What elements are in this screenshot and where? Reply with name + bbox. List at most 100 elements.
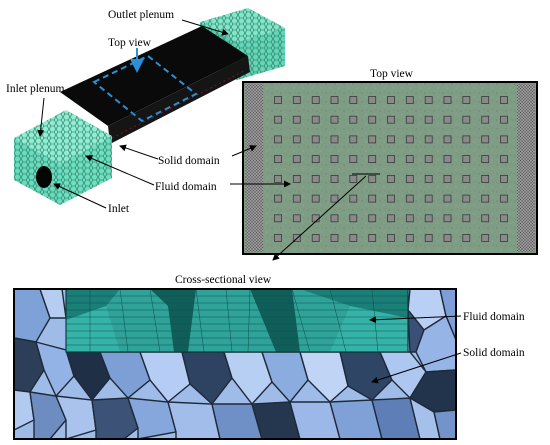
pin-fin	[424, 96, 433, 104]
pin-fin	[387, 174, 395, 183]
pin-fin	[500, 115, 508, 124]
pin-fin	[387, 115, 395, 124]
pin-fin	[368, 194, 377, 203]
pin-fin	[387, 96, 395, 104]
pin-fin	[330, 214, 339, 223]
top-view-panel	[242, 81, 538, 255]
pin-fin	[443, 234, 452, 242]
fluid-domain-cross-leader	[369, 315, 462, 324]
pin-fin	[349, 214, 358, 223]
pin-fin	[481, 155, 490, 164]
pin-fin	[387, 135, 395, 144]
pin-fin	[292, 214, 301, 223]
pin-fin	[349, 135, 358, 144]
pin-fin	[311, 135, 320, 144]
pin-fin	[481, 194, 490, 203]
pin-fin	[424, 155, 433, 164]
fluid-domain-cross-label: Fluid domain	[463, 311, 525, 323]
pin-fin	[405, 155, 414, 164]
pin-fin	[311, 115, 320, 124]
top-view-title: Top view	[370, 68, 414, 80]
pin-fin	[500, 234, 508, 242]
pin-fin	[443, 174, 452, 183]
pin-fin	[462, 96, 471, 104]
pin-fin	[443, 135, 452, 144]
pin-fin	[405, 214, 414, 223]
pin-fin	[330, 115, 339, 124]
pin-fin	[481, 214, 490, 223]
pin-fin	[405, 135, 414, 144]
top-view-solid-leader	[231, 145, 257, 157]
pin-fin	[481, 135, 490, 144]
pin-fin	[462, 234, 471, 242]
inlet-label: Inlet	[108, 203, 130, 215]
pin-fin	[405, 115, 414, 124]
pin-fin	[292, 174, 301, 183]
section-leader	[272, 175, 367, 261]
pin-fin	[462, 155, 471, 164]
inlet-plenum-label: Inlet plenum	[6, 83, 64, 95]
outlet-plenum-label: Outlet plenum	[108, 9, 174, 21]
pin-fin	[481, 115, 490, 124]
pin-fin	[349, 155, 358, 164]
fluid-domain-iso-label: Fluid domain	[155, 181, 217, 193]
pin-fin	[330, 155, 339, 164]
pin-fin	[368, 214, 377, 223]
pin-fin	[311, 155, 320, 164]
pin-fin	[349, 234, 358, 242]
pin-fin	[500, 155, 508, 164]
pin-fin	[405, 234, 414, 242]
pin-fin	[500, 214, 508, 223]
pin-fin	[368, 155, 377, 164]
pin-fin	[274, 115, 282, 124]
pin-fin	[274, 96, 282, 104]
pin-fin	[405, 174, 414, 183]
pin-fin	[311, 194, 320, 203]
pin-fin	[292, 155, 301, 164]
pin-fin	[311, 234, 320, 242]
cross-section-panel	[13, 288, 457, 440]
pin-fin	[292, 96, 301, 104]
pin-fin	[368, 234, 377, 242]
solid-domain-iso-leader	[119, 144, 159, 160]
pin-fin	[500, 194, 508, 203]
pin-fin	[311, 96, 320, 104]
pin-fin	[424, 135, 433, 144]
solid-domain-cross-leader	[371, 352, 462, 384]
pin-fin	[443, 194, 452, 203]
inlet-opening	[36, 166, 52, 188]
pin-fin	[330, 194, 339, 203]
pin-fin	[368, 96, 377, 104]
pin-fin	[387, 214, 395, 223]
pin-fin	[424, 234, 433, 242]
solid-domain-cross-label: Solid domain	[463, 347, 525, 359]
pin-fin	[405, 194, 414, 203]
isometric-device	[14, 8, 285, 205]
pin-fin	[387, 234, 395, 242]
solid-domain-cells	[14, 289, 456, 439]
pin-fin	[424, 194, 433, 203]
inlet-plenum-leader	[37, 97, 45, 137]
pin-fin	[481, 174, 490, 183]
pin-fin	[462, 135, 471, 144]
pin-fin	[330, 234, 339, 242]
pin-fin	[424, 214, 433, 223]
pin-fin	[405, 96, 414, 104]
channel-body	[60, 26, 250, 144]
pin-fin	[387, 194, 395, 203]
pin-fin	[424, 174, 433, 183]
pin-fin	[387, 155, 395, 164]
pin-fin	[330, 96, 339, 104]
pin-fin	[292, 194, 301, 203]
pin-fin	[443, 214, 452, 223]
pin-fin	[443, 155, 452, 164]
fluid-domain-iso-leader	[85, 155, 155, 186]
pin-fin	[311, 214, 320, 223]
pin-fin	[462, 214, 471, 223]
pin-fin	[368, 174, 377, 183]
outlet-plenum-leader	[181, 19, 229, 36]
top-view-callout-label: Top view	[108, 37, 152, 49]
pin-fin	[481, 234, 490, 242]
pin-fin	[443, 115, 452, 124]
